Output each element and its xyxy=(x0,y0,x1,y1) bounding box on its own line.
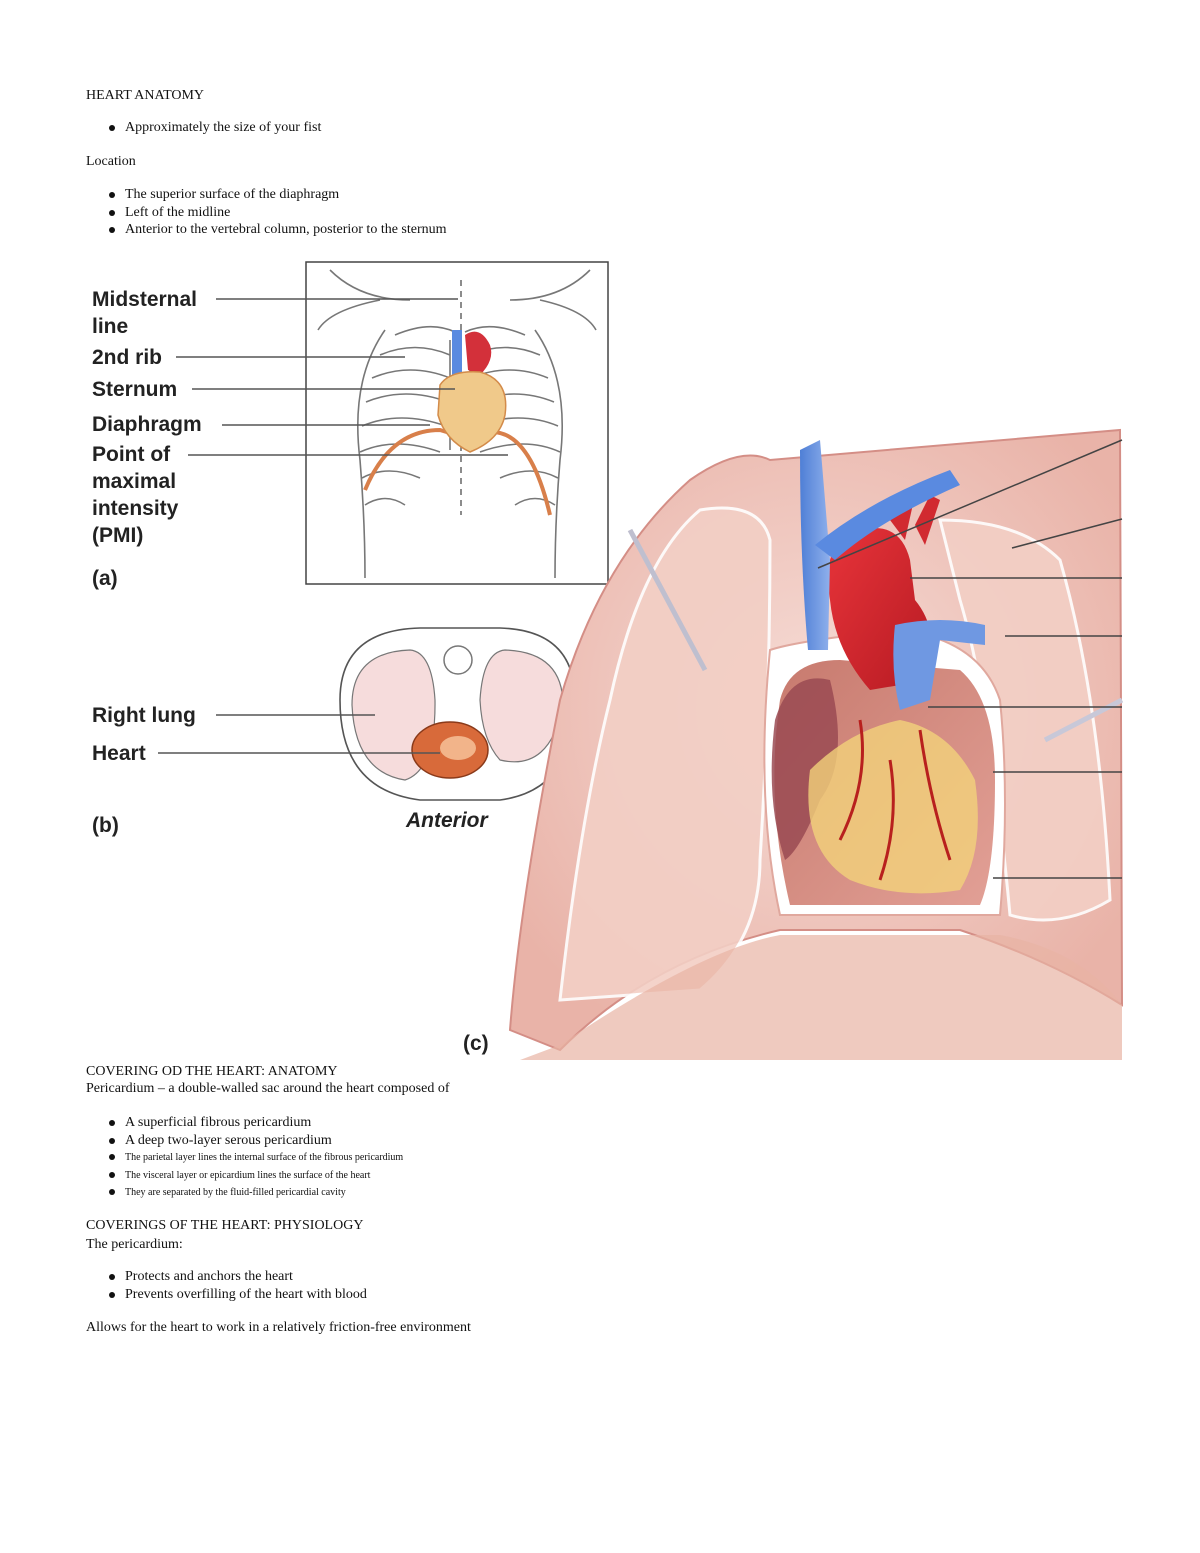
panel-b: Right lung Heart (b) Anterior xyxy=(92,627,576,837)
list-item: Approximately the size of your fist xyxy=(108,119,321,137)
heart-anatomy-bullets: Approximately the size of your fist xyxy=(108,119,321,137)
label-intensity: intensity xyxy=(92,497,179,520)
list-item: A deep two-layer serous pericardium xyxy=(108,1132,403,1150)
vertebra-shape xyxy=(443,645,473,675)
covering-anatomy-heading: COVERING OD THE HEART: ANATOMY xyxy=(86,1064,338,1079)
panel-c-leader-lines xyxy=(817,439,1123,879)
covering-anatomy-bullets: A superficial fibrous pericardium A deep… xyxy=(108,1114,403,1202)
label-heart: Heart xyxy=(92,742,146,765)
heart-anatomy-heading: HEART ANATOMY xyxy=(86,88,205,103)
list-item: The visceral layer or epicardium lines t… xyxy=(108,1167,403,1185)
right-lung-panel-c xyxy=(558,506,772,1002)
panel-a-leader-lines xyxy=(176,298,508,456)
heart-chamber-shape xyxy=(440,736,476,760)
retractor-left xyxy=(627,528,708,672)
label-sternum: Sternum xyxy=(92,378,177,401)
covering-physiology-bullets: Protects and anchors the heart Prevents … xyxy=(108,1268,367,1303)
aorta-shape xyxy=(465,331,492,375)
label-anterior: Anterior xyxy=(405,809,490,832)
covering-physiology-closing: Allows for the heart to work in a relati… xyxy=(86,1320,471,1335)
list-item: Prevents overfilling of the heart with b… xyxy=(108,1286,367,1304)
label-right-lung: Right lung xyxy=(92,704,196,727)
label-diaphragm: Diaphragm xyxy=(92,413,202,436)
coronary-vessels xyxy=(838,719,952,881)
panel-b-tag: (b) xyxy=(92,814,119,837)
panel-a-tag: (a) xyxy=(92,567,118,590)
diaphragm-shape xyxy=(520,935,1122,1060)
covering-physiology-intro: The pericardium: xyxy=(86,1237,183,1252)
list-item: The superior surface of the diaphragm xyxy=(108,186,447,204)
list-item: They are separated by the fluid-filled p… xyxy=(108,1184,403,1202)
label-point-of: Point of xyxy=(92,443,171,466)
pulmonary-trunk xyxy=(893,620,985,710)
panel-a: Midsternal line 2nd rib Sternum Diaphrag… xyxy=(92,261,609,590)
list-item: Left of the midline xyxy=(108,204,447,222)
brachiocephalic-vein xyxy=(815,470,960,560)
panel-c: (c) xyxy=(463,428,1124,1060)
label-line: line xyxy=(92,315,128,338)
panel-c-tag: (c) xyxy=(463,1032,489,1055)
location-bullets: The superior surface of the diaphragm Le… xyxy=(108,186,447,239)
right-atrium-shape xyxy=(771,678,838,860)
list-item: A superficial fibrous pericardium xyxy=(108,1114,403,1132)
heart-shape xyxy=(437,371,507,453)
location-heading: Location xyxy=(86,154,136,169)
list-item: The parietal layer lines the internal su… xyxy=(108,1149,403,1167)
vena-cava-shape xyxy=(452,330,462,385)
label-pmi: (PMI) xyxy=(92,524,143,547)
label-midsternal: Midsternal xyxy=(92,288,197,311)
label-maximal: maximal xyxy=(92,470,176,493)
covering-physiology-heading: COVERINGS OF THE HEART: PHYSIOLOGY xyxy=(86,1218,364,1233)
list-item: Anterior to the vertebral column, poster… xyxy=(108,221,447,239)
panel-b-leader-lines xyxy=(158,714,440,754)
covering-anatomy-intro: Pericardium – a double-walled sac around… xyxy=(86,1081,450,1096)
label-2nd-rib: 2nd rib xyxy=(92,346,162,369)
left-lung-shape xyxy=(479,649,564,763)
list-item: Protects and anchors the heart xyxy=(108,1268,367,1286)
